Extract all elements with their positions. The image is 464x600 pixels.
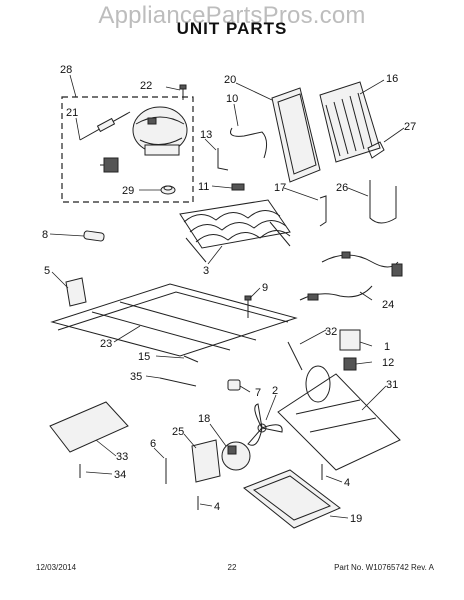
callout-24[interactable]: 24 [382, 299, 394, 311]
screw-15[interactable] [183, 355, 199, 363]
callout-33[interactable]: 33 [116, 451, 128, 463]
part-7[interactable] [227, 379, 241, 391]
start-device[interactable] [100, 157, 119, 173]
grommet[interactable] [160, 185, 176, 195]
callout-4-lower[interactable]: 4 [214, 501, 220, 513]
base-pan[interactable] [277, 365, 401, 471]
watermark-text: AppliancePartsPros.com [98, 2, 366, 29]
callout-9[interactable]: 9 [262, 282, 268, 294]
rod-32[interactable] [287, 341, 303, 371]
drain-pan[interactable] [243, 469, 341, 529]
tubing-10[interactable] [230, 127, 268, 159]
callout-labels: 28 22 21 20 16 10 13 27 29 11 17 26 8 3 … [42, 64, 416, 525]
tube-13[interactable] [217, 148, 229, 171]
callout-25[interactable]: 25 [172, 426, 184, 438]
leader-lines [49, 74, 405, 519]
drier-8[interactable] [83, 230, 105, 242]
insulation-33[interactable] [49, 401, 129, 453]
callout-22[interactable]: 22 [140, 80, 152, 92]
rod-17[interactable] [319, 195, 327, 227]
fan-blade[interactable] [247, 403, 283, 446]
callout-16[interactable]: 16 [386, 73, 398, 85]
callout-20[interactable]: 20 [224, 74, 236, 86]
footer-date: 12/03/2014 [36, 563, 77, 572]
compressor[interactable] [132, 106, 188, 156]
callout-5[interactable]: 5 [44, 265, 50, 277]
footer-part-number: Part No. W10765742 Rev. A [334, 563, 434, 572]
base-frame[interactable] [50, 283, 298, 357]
clip-27[interactable] [367, 141, 385, 159]
callout-1[interactable]: 1 [384, 341, 390, 353]
screw-top[interactable] [179, 84, 187, 100]
callout-27[interactable]: 27 [404, 121, 416, 133]
callout-2[interactable]: 2 [272, 385, 278, 397]
compressor-group-box [61, 96, 194, 203]
pad-12[interactable] [343, 357, 357, 371]
callout-12[interactable]: 12 [382, 357, 394, 369]
callout-11[interactable]: 11 [198, 181, 209, 193]
callout-7[interactable]: 7 [255, 387, 261, 399]
callout-17[interactable]: 17 [274, 182, 286, 194]
callout-3[interactable]: 3 [203, 265, 209, 277]
callout-29[interactable]: 29 [122, 185, 134, 197]
footer-page-number: 22 [227, 563, 237, 572]
wire-harness[interactable] [299, 251, 403, 301]
callout-18[interactable]: 18 [198, 413, 210, 425]
overload-relay[interactable] [79, 111, 131, 141]
callout-28[interactable]: 28 [60, 64, 72, 76]
callout-10[interactable]: 10 [226, 93, 238, 105]
screw-9-head [244, 295, 252, 301]
fan-motor[interactable] [221, 441, 251, 471]
heater-26[interactable] [369, 180, 397, 224]
evaporator-coil[interactable] [319, 81, 381, 163]
callout-23[interactable]: 23 [100, 338, 112, 350]
callout-32[interactable]: 32 [325, 326, 337, 338]
callout-26[interactable]: 26 [336, 182, 348, 194]
callout-31[interactable]: 31 [386, 379, 398, 391]
callout-35[interactable]: 35 [130, 371, 142, 383]
callout-6[interactable]: 6 [150, 438, 156, 450]
condenser-shroud[interactable] [271, 87, 321, 183]
callout-4-right[interactable]: 4 [344, 477, 350, 489]
callout-13[interactable]: 13 [200, 129, 212, 141]
callout-15[interactable]: 15 [138, 351, 150, 363]
diagram-title: UNIT PARTS [176, 19, 288, 38]
callout-34[interactable]: 34 [114, 469, 126, 481]
bracket-5[interactable] [65, 277, 87, 307]
bracket-11[interactable] [231, 183, 245, 191]
callout-21[interactable]: 21 [66, 107, 78, 119]
pad-1[interactable] [339, 329, 361, 351]
callout-19[interactable]: 19 [350, 513, 362, 525]
screw-35[interactable] [159, 377, 197, 387]
motor-bracket[interactable] [191, 439, 221, 483]
condenser-coil[interactable] [179, 199, 291, 263]
callout-8[interactable]: 8 [42, 229, 48, 241]
